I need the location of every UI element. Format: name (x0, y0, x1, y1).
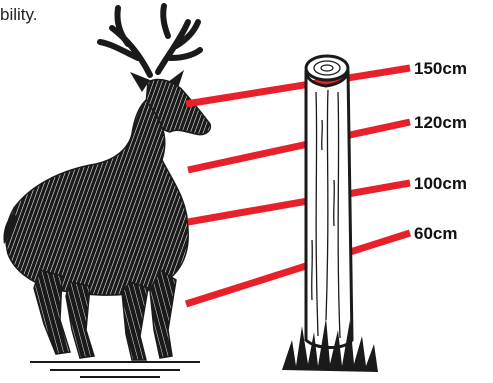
wire-120cm (188, 122, 410, 170)
height-label-150: 150cm (414, 60, 467, 77)
wire-150cm (186, 68, 410, 104)
antlers-icon (100, 6, 200, 75)
ground-lines-icon (30, 362, 200, 377)
height-label-120: 120cm (414, 114, 467, 131)
wire-100cm (188, 183, 410, 222)
height-label-60: 60cm (414, 225, 457, 242)
fence-wires (186, 68, 410, 304)
deer-illustration-icon (3, 6, 210, 377)
wooden-fence-post-icon (306, 56, 352, 348)
wire-60cm (186, 233, 410, 304)
height-label-100: 100cm (414, 175, 467, 192)
